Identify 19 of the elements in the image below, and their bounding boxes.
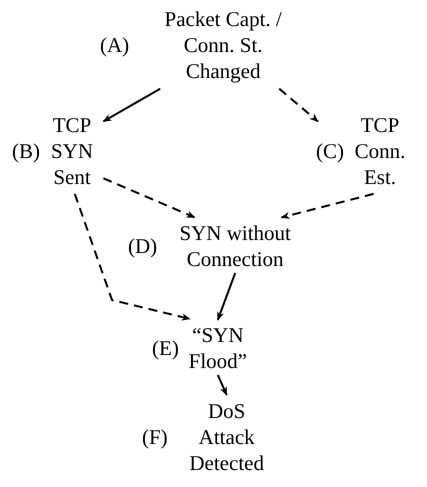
node-letter: (C) — [316, 138, 344, 164]
node-letter: (B) — [12, 138, 40, 164]
node-text: SYN without Connection — [178, 220, 292, 272]
arrow — [102, 88, 161, 122]
arrow — [216, 272, 236, 321]
node-text: DoS Attack Detected — [188, 398, 265, 476]
arrow — [103, 177, 196, 218]
node-letter: (A) — [100, 32, 130, 58]
node-text: “SYN Flood” — [188, 322, 248, 374]
node-text: TCP SYN Sent — [50, 112, 94, 190]
node-text: TCP Conn. Est. — [354, 112, 406, 190]
arrow — [74, 194, 191, 320]
arrow — [216, 374, 228, 396]
arrow — [278, 88, 319, 122]
node-letter: (D) — [128, 233, 158, 259]
node-letter: (F) — [142, 424, 168, 450]
node-letter: (E) — [152, 335, 179, 361]
node-text: Packet Capt. / Conn. St. Changed — [164, 6, 283, 84]
arrow — [280, 192, 374, 219]
